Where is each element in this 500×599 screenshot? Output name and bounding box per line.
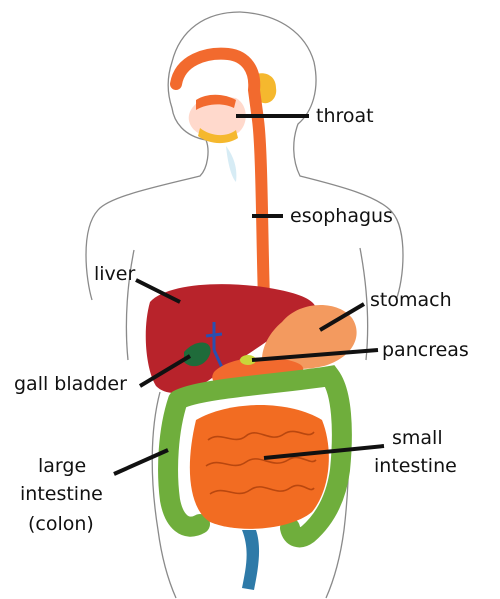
large-intestine-label-line1: large — [38, 455, 86, 477]
small-intestine-organ — [189, 405, 329, 529]
esophagus-label: esophagus — [290, 205, 393, 227]
small-intestine-coils — [205, 430, 317, 495]
large-intestine-label-line2: intestine — [20, 483, 103, 505]
pancreas-head — [240, 355, 256, 365]
liver-leader-line — [135, 278, 181, 304]
gall-bladder-leader-line — [138, 354, 192, 388]
large-intestine-leader-line — [113, 448, 169, 476]
small-intestine-label-line2: intestine — [374, 455, 457, 477]
stomach-label: stomach — [370, 289, 452, 311]
small-intestine-label-line1: small — [392, 427, 443, 449]
large-intestine-label-line3: (colon) — [28, 513, 94, 535]
pancreas-label: pancreas — [382, 339, 469, 361]
small-intestine-leader-line — [263, 444, 385, 460]
stomach-leader-line — [318, 302, 366, 332]
gall-bladder-organ — [184, 342, 211, 367]
trachea — [226, 146, 237, 182]
gall-bladder-label: gall bladder — [14, 373, 127, 395]
rectum-organ — [242, 530, 260, 590]
liver-label: liver — [94, 263, 135, 285]
pancreas-leader-line — [251, 348, 379, 362]
throat-label: throat — [316, 105, 374, 127]
colon-organ — [158, 365, 352, 548]
liver-organ — [145, 284, 316, 393]
throat-organ — [188, 94, 246, 144]
